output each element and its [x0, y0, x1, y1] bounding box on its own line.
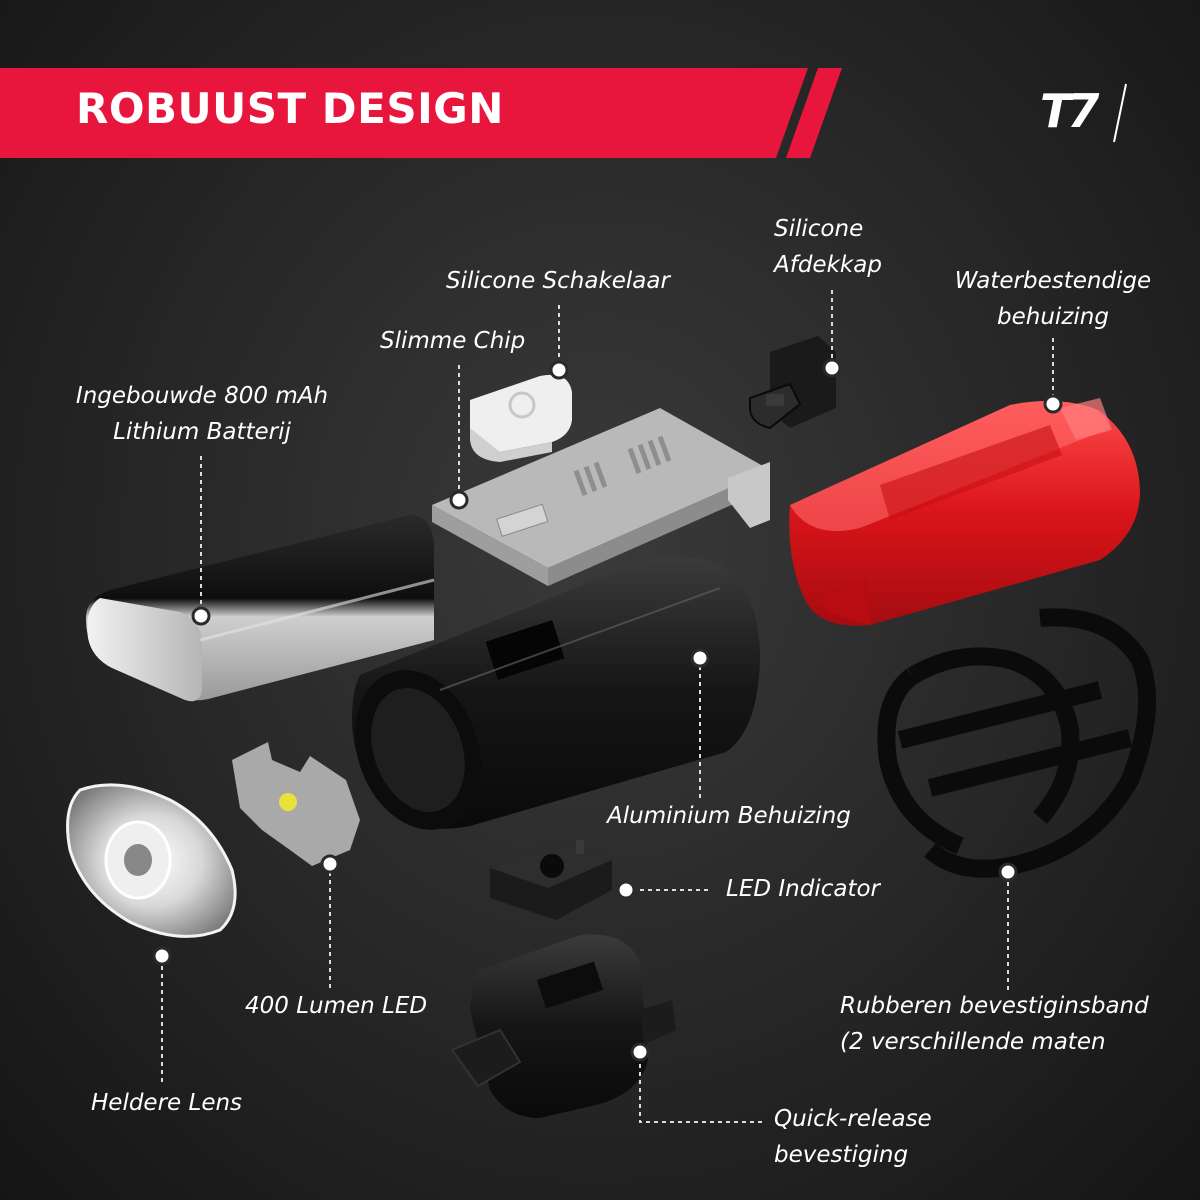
- label-switch: Silicone Schakelaar: [446, 268, 670, 294]
- label-waterproof-line1: Waterbestendige: [954, 268, 1152, 294]
- label-band-line2: (2 verschillende maten: [840, 1029, 1106, 1055]
- switch-illustration: [470, 374, 572, 462]
- battery-illustration: [86, 515, 435, 702]
- cap-illustration: [749, 336, 836, 430]
- dot-indicator: [616, 880, 636, 900]
- dot-cap: [822, 358, 842, 378]
- quick-release-illustration: [450, 934, 676, 1118]
- lens-illustration: [66, 783, 237, 938]
- label-cap-line1: Silicone: [774, 216, 864, 242]
- label-band-line1: Rubberen bevestiginsband: [840, 993, 1149, 1019]
- label-battery-line1: Ingebouwde 800 mAh: [75, 383, 329, 409]
- label-quick: Quick-release bevestiging: [774, 1101, 932, 1173]
- label-led: 400 Lumen LED: [245, 993, 428, 1019]
- label-cap-line2: Afdekkap: [774, 252, 882, 278]
- brand-logo: [1113, 83, 1127, 143]
- dot-band: [998, 862, 1018, 882]
- callout-lines: [161, 290, 1054, 1123]
- band-illustration: [877, 608, 1157, 878]
- label-chip: Slimme Chip: [380, 328, 526, 354]
- aluminium-housing-illustration: [352, 556, 760, 830]
- label-waterproof-line2: behuizing: [997, 304, 1109, 330]
- dot-aluminium: [690, 648, 710, 668]
- chip-board-illustration: [432, 408, 770, 586]
- label-cap: Silicone Afdekkap: [774, 211, 882, 283]
- label-battery-line2: Lithium Batterij: [113, 419, 291, 445]
- waterproof-housing-illustration: [789, 398, 1140, 626]
- label-quick-line1: Quick-release: [774, 1106, 932, 1132]
- header-banner: [0, 68, 842, 158]
- label-battery: Ingebouwde 800 mAh Lithium Batterij: [76, 378, 328, 450]
- led-board-illustration: [232, 742, 360, 866]
- dot-battery: [191, 606, 211, 626]
- brand-divider: [1113, 83, 1127, 143]
- dot-switch: [549, 360, 569, 380]
- indicator-illustration: [490, 840, 612, 920]
- label-waterproof: Waterbestendige behuizing: [955, 263, 1151, 335]
- label-indicator: LED Indicator: [726, 876, 881, 902]
- dot-led: [320, 854, 340, 874]
- callout-dots: [152, 358, 1063, 1062]
- banner-bar: [0, 68, 808, 158]
- dot-chip: [449, 490, 469, 510]
- label-aluminium: Aluminium Behuizing: [607, 803, 851, 829]
- label-quick-line2: bevestiging: [774, 1142, 909, 1168]
- label-lens: Heldere Lens: [91, 1090, 243, 1116]
- dot-waterproof: [1043, 394, 1063, 414]
- label-band: Rubberen bevestiginsband (2 verschillend…: [840, 988, 1149, 1060]
- page-title: ROBUUST DESIGN: [76, 84, 504, 133]
- dot-quick: [630, 1042, 650, 1062]
- dot-lens: [152, 946, 172, 966]
- banner-stripe: [786, 68, 842, 158]
- brand-mark: T7: [1040, 84, 1099, 138]
